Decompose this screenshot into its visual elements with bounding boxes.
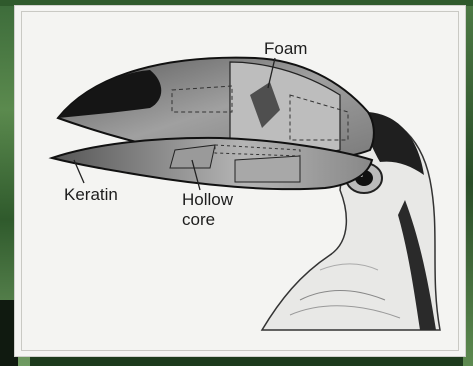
label-hollow: Hollow bbox=[182, 191, 233, 209]
label-core: core bbox=[182, 211, 215, 229]
label-keratin: Keratin bbox=[64, 186, 118, 204]
label-foam: Foam bbox=[264, 40, 307, 58]
